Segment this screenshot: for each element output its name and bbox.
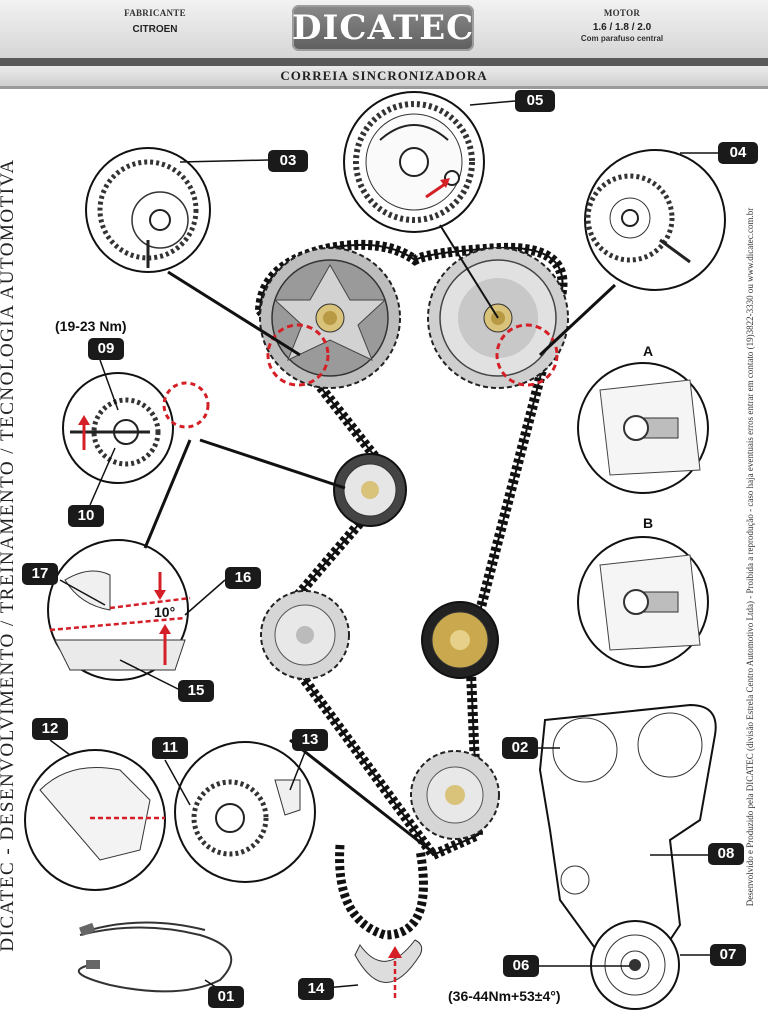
label-04: 04 (718, 142, 758, 164)
crankshaft-damper (590, 920, 680, 1010)
pointer-angle: 10° (154, 604, 176, 620)
header: FABRICANTE CITROEN DICATEC MOTOR 1.6 / 1… (0, 0, 768, 58)
brand-logo: DICATEC (292, 5, 474, 51)
crankshaft-pulley (410, 750, 500, 840)
page-title: CORREIA SINCRONIZADORA (0, 66, 768, 86)
label-09: 09 (88, 338, 124, 360)
belt-section (335, 844, 428, 998)
torque-spec-tensioner: (19-23 Nm) (55, 318, 127, 334)
detail-letter-a: A (643, 343, 654, 359)
detail-09-tensioner-adjust (62, 372, 210, 484)
torque-spec-crank: (36-44Nm+53±4°) (448, 988, 561, 1004)
timing-mark-right (495, 323, 559, 387)
label-01: 01 (208, 986, 244, 1008)
detail-letter-b: B (643, 515, 654, 531)
detail-a-lock-pin (577, 362, 709, 494)
tensioner-pulley (333, 453, 407, 527)
detail-11-tensioner-side (174, 741, 316, 883)
manufacturer-value: CITROEN (132, 24, 178, 35)
label-07: 07 (710, 944, 746, 966)
engine-note: Com parafuso central (580, 34, 664, 43)
label-05: 05 (515, 90, 555, 112)
manufacturer-label: FABRICANTE (124, 8, 186, 18)
detail-05-cam-sprocket (343, 91, 485, 233)
idler-pulley (421, 601, 499, 679)
timing-mark-left (266, 323, 330, 387)
detail-03-pulley-lock (85, 147, 211, 273)
detail-12-bracket (24, 749, 166, 891)
engine-block: MOTOR 1.6 / 1.8 / 2.0 Com parafuso centr… (560, 8, 684, 43)
water-pump-pulley (260, 590, 350, 680)
detail-04-pulley-lock-right (584, 149, 726, 291)
timing-cover (538, 703, 717, 956)
detail-tensioner-pointer (47, 539, 191, 681)
label-11: 11 (152, 737, 188, 759)
label-06: 06 (503, 955, 539, 977)
locking-tool-cable (77, 921, 233, 993)
label-16: 16 (225, 567, 261, 589)
label-12: 12 (32, 718, 68, 740)
label-08: 08 (708, 843, 744, 865)
label-10: 10 (68, 505, 104, 527)
engine-label: MOTOR (603, 8, 641, 18)
label-03: 03 (268, 150, 308, 172)
label-17: 17 (22, 563, 58, 585)
label-13: 13 (292, 729, 328, 751)
camshaft-pulley-left (259, 247, 401, 389)
detail-b-lock-pin (577, 536, 709, 668)
manufacturer-block: FABRICANTE CITROEN (90, 8, 220, 35)
label-14: 14 (298, 978, 334, 1000)
label-15: 15 (178, 680, 214, 702)
label-02: 02 (502, 737, 538, 759)
header-divider (0, 58, 768, 66)
engine-value: 1.6 / 1.8 / 2.0 (592, 22, 652, 33)
title-divider (0, 86, 768, 89)
